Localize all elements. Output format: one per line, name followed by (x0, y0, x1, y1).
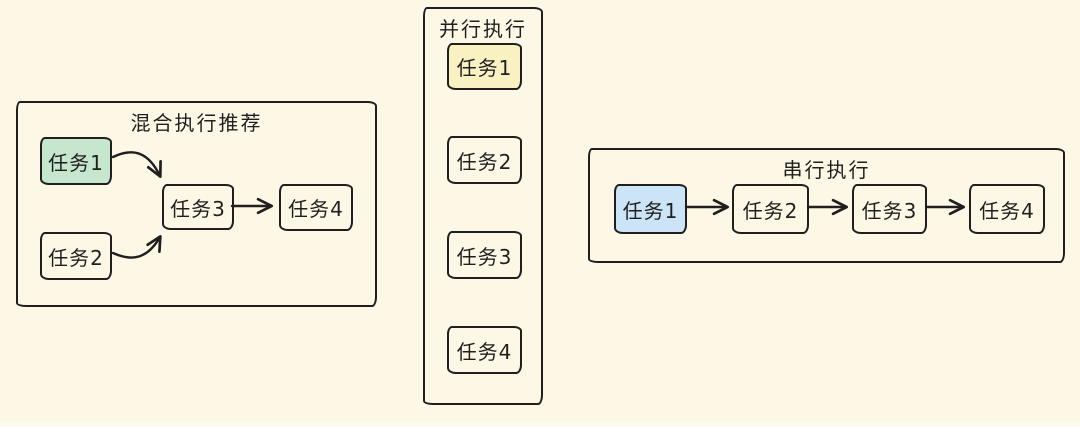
serial-task-4-box: 任务4 (969, 184, 1045, 234)
parallel-task-2-box: 任务2 (447, 136, 522, 184)
serial-task-2-label: 任务2 (742, 198, 799, 223)
parallel-group-title: 并行执行 (439, 17, 527, 41)
mixed-group-title: 混合执行推荐 (130, 111, 263, 135)
parallel-task-1-label: 任务1 (456, 56, 513, 80)
group-serial-execution: 串行执行 任务1 任务2 任务3 任务4 (588, 148, 1065, 263)
group-parallel-execution: 并行执行 任务1 任务2 任务3 任务4 (423, 7, 543, 405)
parallel-task-3-box: 任务3 (447, 231, 522, 279)
parallel-task-4-box: 任务4 (447, 326, 522, 374)
serial-group-title: 串行执行 (782, 158, 871, 182)
canvas-bottom-edge (0, 422, 1080, 427)
mixed-task-1-box: 任务1 (40, 137, 112, 185)
serial-task-3-label: 任务3 (861, 198, 918, 223)
mixed-task-3-label: 任务3 (170, 196, 226, 221)
parallel-task-2-label: 任务2 (456, 149, 513, 174)
mixed-task-4-label: 任务4 (288, 197, 344, 221)
serial-task-1-label: 任务1 (622, 198, 679, 223)
mixed-task-2-label: 任务2 (48, 245, 104, 270)
mixed-task-2-box: 任务2 (40, 232, 112, 280)
serial-task-1-box: 任务1 (614, 184, 687, 234)
mixed-task-3-box: 任务3 (162, 184, 234, 230)
group-mixed-execution: 混合执行推荐 任务1 任务2 任务3 任务4 (16, 101, 377, 307)
parallel-task-1-box: 任务1 (447, 43, 522, 90)
serial-task-2-box: 任务2 (732, 184, 809, 234)
mixed-task-1-label: 任务1 (48, 150, 104, 175)
mixed-task-4-box: 任务4 (279, 184, 353, 231)
serial-task-3-box: 任务3 (852, 184, 927, 234)
parallel-task-3-label: 任务3 (456, 244, 513, 269)
serial-task-4-label: 任务4 (979, 198, 1035, 223)
parallel-task-4-label: 任务4 (456, 339, 513, 364)
